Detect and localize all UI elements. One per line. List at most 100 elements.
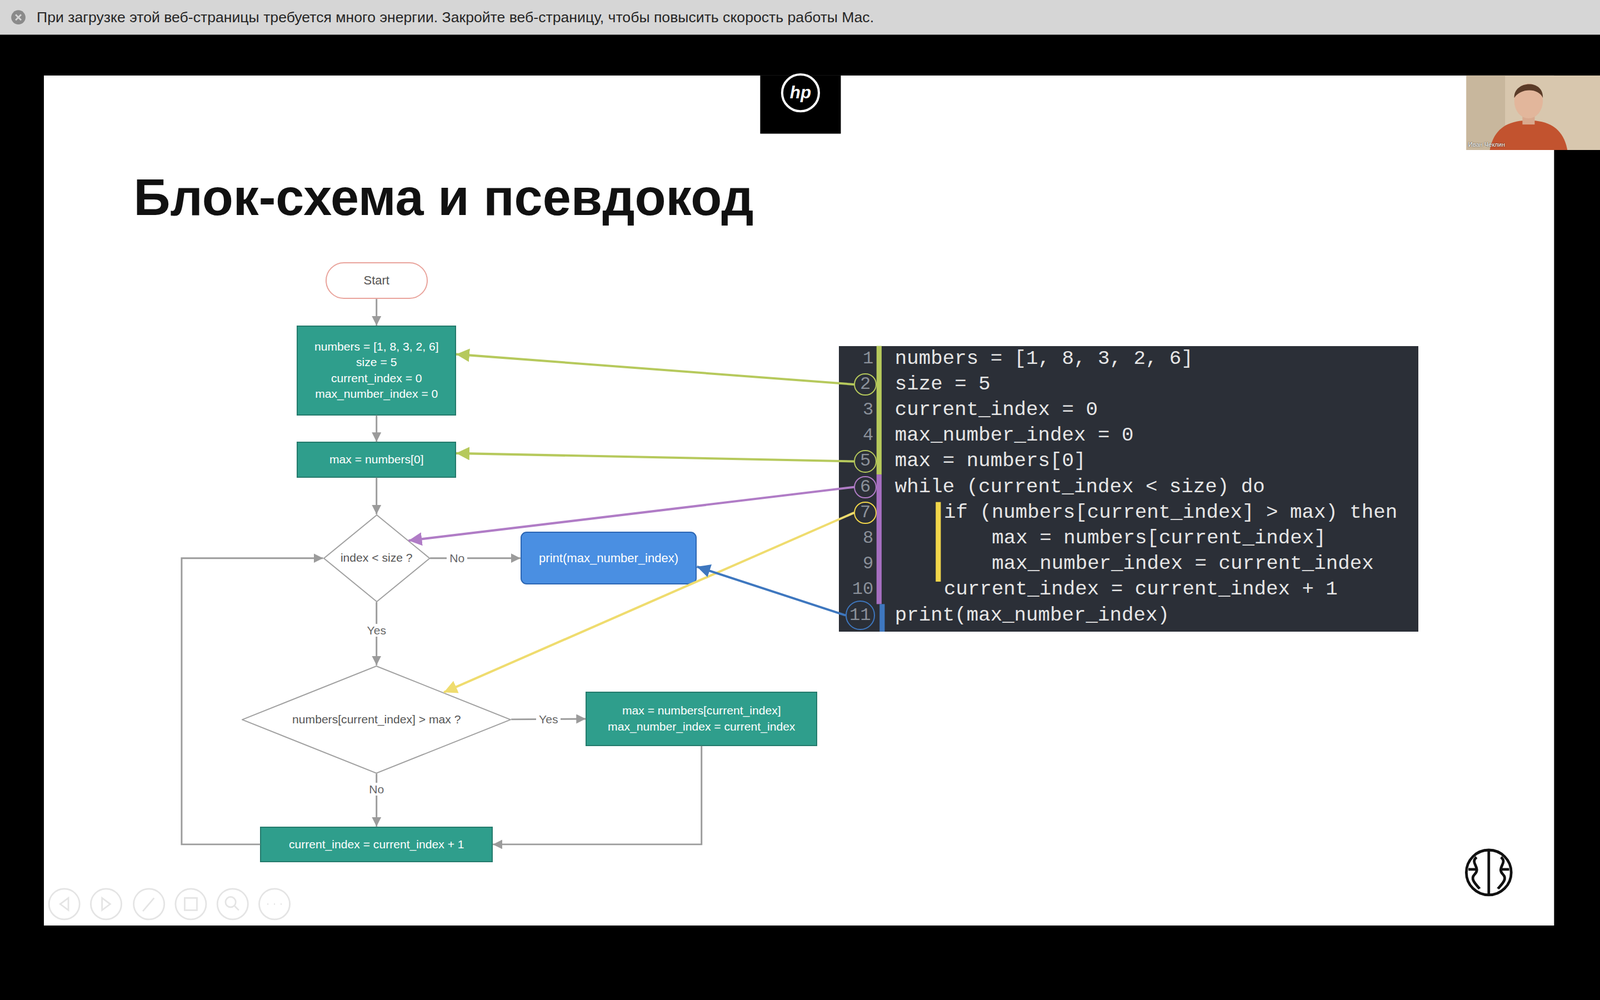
process-box: current_index = current_index + 1 [260,826,493,863]
toolbar-icon [60,897,69,910]
line-marker: 5 [853,450,877,473]
toolbar-button [217,888,248,920]
webcam-person-head [1514,83,1543,119]
code-line: current_index = 0 [895,397,1419,423]
process-text: max_number_index = current_index [607,718,795,735]
line-number: 11 [849,606,872,625]
reference-arrow [456,354,854,385]
webcam-frame [1466,75,1600,150]
line-number-wrap: 10 [838,576,874,603]
output-text: print(max_number_index) [538,550,679,567]
line-marker: 6 [853,476,877,499]
process-text: numbers = [1, 8, 3, 2, 6] [314,338,439,355]
reference-arrow [456,453,854,462]
slide-toolbar [48,888,290,920]
logo-text: hp [790,82,812,103]
process-text: size = 5 [356,354,397,371]
line-number: 7 [860,503,871,522]
terminal-text: Start [363,272,390,289]
code-line: print(max_number_index) [895,602,1419,629]
browser-banner [0,0,1600,35]
gutter-bar [879,603,885,632]
close-icon-cross [15,14,22,20]
diamond-shape [323,515,430,602]
code-line: numbers = [1, 8, 3, 2, 6] [895,346,1419,372]
decision-diamond: numbers[current_index] > max ? [241,665,512,774]
brain-logo [1466,850,1512,895]
flow-arrow [375,773,378,827]
gutter-bar [935,502,941,582]
decision-text: index < size ? [340,550,413,567]
line-number: 2 [860,375,871,394]
browser-warning-wrap: При загрузке этой веб-страницы требуется… [36,8,874,27]
flow-arrow [375,298,378,326]
process-text: max = numbers[current_index] [622,702,782,719]
line-number: 9 [862,553,874,574]
toolbar-icon [234,906,239,910]
decision-diamond: index < size ? [323,514,430,603]
code-panel: numbers = [1, 8, 3, 2, 6]size = 5current… [838,346,1419,632]
code-line: max = numbers[0] [895,448,1419,474]
line-number-wrap: 8 [838,525,874,552]
process-text: max = numbers[0] [329,451,424,468]
edge-label-wrap: Yes [536,712,561,727]
toolbar-icon [102,897,111,910]
toolbar-button [90,888,122,920]
toolbar-icon [142,897,154,912]
toolbar-button [259,888,290,920]
logo-text-wrap: hp [790,82,812,103]
edge-label-wrap: No [446,551,468,565]
toolbar-icon [267,903,282,905]
logo-box [760,75,841,134]
flow-arrow [492,746,702,845]
edge-label-wrap: No [366,782,387,797]
slide [43,75,1554,926]
line-marker: 2 [853,373,877,396]
line-number: 10 [852,578,874,600]
edge-label: No [366,782,387,796]
toolbar-icon [225,896,236,907]
diamond-shape [242,666,511,774]
flow-arrow [430,557,521,559]
participant-name-wrap: Иван Чеклин [1468,138,1505,149]
line-number-wrap: 4 [838,422,874,449]
flow-arrow [181,558,324,845]
close-icon [11,10,26,25]
reference-arrow [696,566,846,616]
line-number: 4 [862,425,874,446]
toolbar-icon [184,897,197,910]
code-line: max = numbers[current_index] [991,525,1419,552]
reference-arrow [408,487,854,541]
code-line: max_number_index = current_index [991,551,1419,577]
line-marker: 7 [853,501,877,524]
line-number-wrap: 3 [838,397,874,423]
toolbar-button [175,888,207,920]
decision-text: numbers[current_index] > max ? [292,711,461,728]
flow-arrow [375,415,378,443]
process-box: max = numbers[current_index]max_number_i… [585,691,818,746]
flow-arrow [511,717,586,720]
slide-title: Блок-схема и псевдокод [133,169,754,226]
flow-arrow [375,477,378,515]
start-terminal: Start [325,262,428,299]
edge-label: No [446,551,468,565]
participant-name: Иван Чеклин [1468,141,1505,148]
line-marker: 11 [845,600,875,630]
code-line: while (current_index < size) do [895,474,1419,500]
line-number-wrap: 1 [838,346,874,372]
code-line: current_index = current_index + 1 [943,576,1419,603]
gutter-bar [876,346,882,475]
title-wrap: Блок-схема и псевдокод [133,169,754,226]
process-box: numbers = [1, 8, 3, 2, 6]size = 5current… [296,325,457,416]
browser-warning: При загрузке этой веб-страницы требуется… [36,8,874,26]
line-number: 5 [860,452,871,470]
edge-label-wrap: Yes [364,623,389,638]
toolbar-button [133,888,165,920]
line-number: 6 [860,478,871,497]
line-number: 8 [862,527,874,549]
line-number-wrap: 9 [838,551,874,577]
toolbar-button [48,888,80,920]
